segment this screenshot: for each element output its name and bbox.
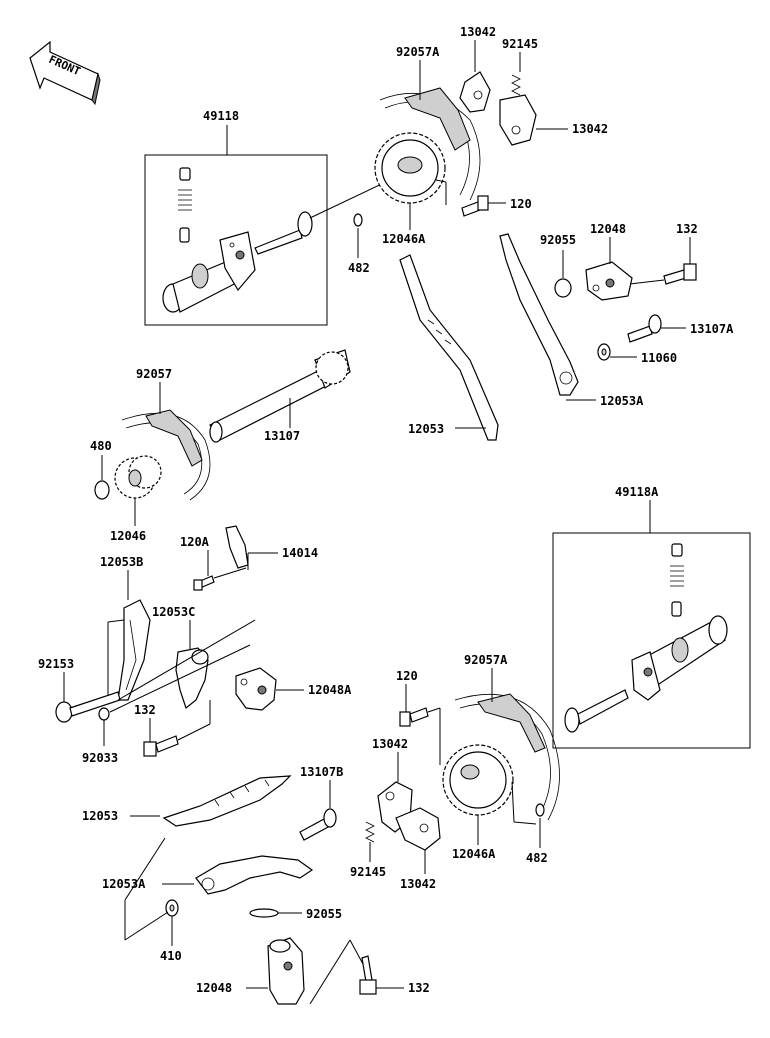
tensioner-12048-icon	[585, 261, 633, 301]
cam-chain-bottom-icon	[454, 693, 560, 821]
callout-120-top: 120	[510, 197, 532, 211]
callout-13042-right: 13042	[572, 122, 608, 136]
washer-482-icon	[353, 213, 363, 227]
callout-12053-top: 12053	[408, 422, 444, 436]
plate-14014-icon	[225, 525, 249, 569]
callout-12048A: 12048A	[308, 683, 352, 697]
tensioner-12048-bot-icon	[267, 937, 305, 1005]
cam-sprocket-12046A-icon	[374, 132, 446, 204]
tensioner-12048A-icon	[235, 667, 277, 711]
callout-12053-bot: 12053	[82, 809, 118, 823]
chain-guide-12053-bot-icon	[162, 775, 292, 827]
guide-12053B-icon	[117, 599, 151, 701]
callout-13042-bot2: 13042	[400, 877, 436, 891]
bolt-120A-icon	[193, 575, 215, 591]
washer-480-icon	[94, 480, 110, 500]
o-ring-92055-icon	[554, 278, 572, 298]
callout-11060: 11060	[641, 351, 677, 365]
o-ring-92055-bot-icon	[249, 908, 279, 918]
callout-482-bot: 482	[526, 851, 548, 865]
callout-132-mid: 132	[134, 703, 156, 717]
callout-132-bot: 132	[408, 981, 430, 995]
washer-11060-icon	[597, 343, 611, 361]
tensioner-guide-12053A-icon	[499, 233, 579, 396]
callout-12053A-top: 12053A	[600, 394, 644, 408]
callout-480: 480	[90, 439, 112, 453]
bolt-132-bot-icon	[359, 955, 377, 995]
callout-12053B: 12053B	[100, 555, 143, 569]
decompression-shaft-icon	[564, 689, 629, 733]
tensioner-guide-12053A-bot-icon	[195, 855, 314, 895]
camshaft-icon	[162, 231, 256, 313]
guide-12053C-icon	[175, 647, 209, 710]
spring-92145-icon	[511, 74, 521, 96]
decompression-shaft-icon	[254, 211, 313, 255]
bolt-92153-icon	[55, 691, 121, 723]
callout-132-top: 132	[676, 222, 698, 236]
callout-120-bot: 120	[396, 669, 418, 683]
shaft-13107-icon	[209, 349, 351, 443]
callout-12046A-bot: 12046A	[452, 847, 496, 861]
washer-482-bot-icon	[535, 803, 545, 817]
callout-12046A-top: 12046A	[382, 232, 426, 246]
bolt-120-bot-icon	[399, 707, 429, 727]
callout-12046: 12046	[110, 529, 146, 543]
cam-chain-top-icon	[379, 87, 481, 201]
camshaft-assembly-49118	[144, 125, 328, 326]
callout-12048-top: 12048	[590, 222, 626, 236]
callout-12053A-bot: 12053A	[102, 877, 146, 891]
callout-92057A-bot: 92057A	[464, 653, 508, 667]
callout-92033: 92033	[82, 751, 118, 765]
callout-13042-top: 13042	[460, 25, 496, 39]
callout-482-top: 482	[348, 261, 370, 275]
callout-13107A: 13107A	[690, 322, 734, 336]
cam-chain-92057-icon	[121, 409, 211, 501]
callout-13042-bot1: 13042	[372, 737, 408, 751]
spring-92145-bot-icon	[365, 821, 375, 843]
decompressor-weight-bot-icon	[377, 781, 441, 851]
valve-spring-icon	[670, 543, 684, 617]
callout-410: 410	[160, 949, 182, 963]
callout-92057: 92057	[136, 367, 172, 381]
bolt-132-top-icon	[663, 263, 697, 285]
front-arrow-icon: FRONT	[29, 40, 101, 106]
callout-92055-bot: 92055	[306, 907, 342, 921]
cam-sprocket-12046A-bot-icon	[442, 744, 514, 816]
bolt-120-icon	[461, 195, 489, 217]
valve-spring-icon	[178, 167, 192, 243]
camshaft-icon	[631, 615, 728, 701]
callout-92153: 92153	[38, 657, 74, 671]
camshaft-assembly-49118A	[552, 500, 751, 749]
callout-12053C: 12053C	[152, 605, 195, 619]
callout-13107: 13107	[264, 429, 300, 443]
washer-410-icon	[165, 899, 179, 917]
callout-49118A: 49118A	[615, 485, 659, 499]
decompressor-weight-icon	[459, 71, 537, 146]
callout-92055-top: 92055	[540, 233, 576, 247]
pivot-bolt-13107B-icon	[299, 808, 337, 841]
callout-92145-bot: 92145	[350, 865, 386, 879]
pivot-bolt-13107A-icon	[627, 314, 662, 343]
callout-49118: 49118	[203, 109, 239, 123]
sprocket-12046-icon	[114, 455, 162, 499]
washer-92033-icon	[98, 707, 110, 721]
callout-13107B: 13107B	[300, 765, 343, 779]
callout-92145-top: 92145	[502, 37, 538, 51]
chain-guide-12053-icon	[399, 254, 499, 441]
callout-92057A-top: 92057A	[396, 45, 440, 59]
callout-120A: 120A	[180, 535, 210, 549]
callout-12048-bot: 12048	[196, 981, 232, 995]
callout-14014: 14014	[282, 546, 318, 560]
bolt-132-mid-icon	[143, 735, 179, 757]
